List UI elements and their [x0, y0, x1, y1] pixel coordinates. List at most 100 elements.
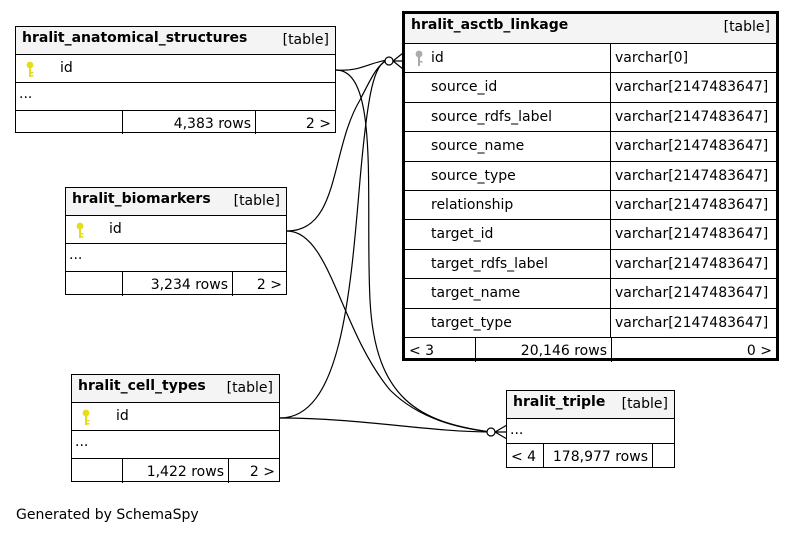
children-count[interactable]: 2 >	[256, 277, 282, 293]
column-row-id[interactable]: id	[66, 216, 286, 244]
row-count-cell: 3,234 rows	[123, 272, 233, 296]
row-count: 4,383 rows	[173, 116, 251, 132]
key-icon	[415, 50, 423, 66]
children-count[interactable]: 0 >	[746, 342, 772, 359]
column-type-cell: varchar[2147483647]	[611, 103, 776, 131]
children-cell[interactable]: 2 >	[256, 111, 335, 134]
table-type: [table]	[226, 380, 273, 396]
parents-count[interactable]: < 3	[409, 342, 435, 359]
column-type-cell: varchar[2147483647]	[611, 220, 776, 248]
row-count-cell: 178,977 rows	[544, 444, 653, 467]
column-row-target-rdfs-label[interactable]: target_rdfs_label varchar[2147483647]	[405, 249, 776, 280]
parents-cell	[72, 459, 123, 483]
optional-circle-marker	[384, 56, 394, 66]
table-name[interactable]: hralit_anatomical_structures	[22, 30, 248, 46]
crows-foot-marker	[494, 424, 508, 440]
column-name-cell: target_type	[405, 308, 611, 337]
column-name-cell: target_name	[405, 279, 611, 308]
column-name-cell: source_rdfs_label	[405, 102, 611, 132]
children-cell[interactable]: 2 >	[229, 459, 279, 483]
column-name: source_name	[431, 138, 525, 155]
column-name: target_type	[431, 314, 512, 331]
column-row-source-id[interactable]: source_id varchar[2147483647]	[405, 73, 776, 103]
crows-foot-marker	[392, 52, 404, 70]
table-name[interactable]: hralit_biomarkers	[72, 191, 211, 207]
row-count: 178,977 rows	[552, 449, 648, 465]
column-row-target-type[interactable]: target_type varchar[2147483647]	[405, 308, 776, 338]
column-name-cell: source_id	[405, 73, 611, 102]
primary-key-icon	[76, 222, 84, 238]
column-name-cell: source_type	[405, 161, 611, 190]
table-hralit-cell-types[interactable]: hralit_cell_types [table] id ... 1,422 r…	[71, 374, 280, 483]
table-hralit-anatomical-structures[interactable]: hralit_anatomical_structures [table] id …	[15, 26, 336, 134]
table-type: [table]	[621, 396, 668, 412]
column-datatype: varchar[2147483647]	[615, 285, 769, 302]
row-count: 3,234 rows	[150, 277, 228, 293]
table-name[interactable]: hralit_cell_types	[78, 378, 206, 394]
column-datatype: varchar[2147483647]	[615, 196, 769, 213]
children-count[interactable]: 2 >	[305, 116, 331, 132]
parents-cell[interactable]: < 4	[507, 444, 544, 467]
column-name: target_id	[431, 226, 494, 243]
table-footer: 4,383 rows 2 >	[16, 111, 335, 134]
table-footer: < 3 20,146 rows 0 >	[405, 337, 776, 362]
generated-by-label[interactable]: Generated by SchemaSpy	[16, 507, 199, 523]
column-name: id	[116, 408, 129, 424]
parents-cell[interactable]: < 3	[405, 337, 476, 362]
column-name: target_rdfs_label	[431, 255, 549, 272]
table-type: [table]	[282, 32, 329, 48]
more-columns-row: ...	[507, 419, 674, 444]
children-cell[interactable]	[653, 444, 674, 467]
edge-biomarkers-to-triple	[286, 230, 491, 433]
primary-key-icon	[82, 409, 90, 425]
table-header: hralit_triple [table]	[507, 391, 674, 419]
column-name: source_id	[431, 79, 498, 96]
table-hralit-triple[interactable]: hralit_triple [table] ... < 4 178,977 ro…	[506, 390, 675, 468]
table-name[interactable]: hralit_asctb_linkage	[411, 17, 569, 33]
parents-cell	[16, 111, 123, 134]
column-type-cell: varchar[2147483647]	[611, 191, 776, 219]
column-row-id[interactable]: id varchar[0]	[405, 44, 776, 74]
column-row-id[interactable]: id	[16, 55, 335, 83]
children-cell[interactable]: 0 >	[612, 338, 776, 362]
column-name: relationship	[431, 196, 514, 213]
parents-count[interactable]: < 4	[511, 449, 537, 465]
table-hralit-biomarkers[interactable]: hralit_biomarkers [table] id ... 3,234 r…	[65, 187, 287, 296]
column-name: id	[109, 221, 122, 237]
children-count[interactable]: 2 >	[249, 464, 275, 480]
edge-anatomical-to-linkage	[335, 59, 389, 71]
ellipsis-text: ...	[510, 422, 524, 438]
table-name[interactable]: hralit_triple	[513, 394, 606, 410]
column-name-cell: source_name	[405, 132, 611, 161]
column-datatype: varchar[2147483647]	[615, 314, 769, 331]
children-cell[interactable]: 2 >	[233, 272, 286, 296]
column-type-cell: varchar[2147483647]	[611, 250, 776, 278]
column-name: id	[60, 60, 73, 76]
column-datatype: varchar[2147483647]	[615, 167, 769, 184]
column-datatype: varchar[2147483647]	[615, 79, 769, 96]
column-row-relationship[interactable]: relationship varchar[2147483647]	[405, 190, 776, 221]
column-row-target-name[interactable]: target_name varchar[2147483647]	[405, 279, 776, 309]
ellipsis-text: ...	[75, 434, 89, 450]
column-datatype: varchar[0]	[615, 50, 689, 66]
column-row-id[interactable]: id	[72, 403, 279, 431]
edge-celltypes-to-linkage	[279, 59, 389, 419]
table-header: hralit_cell_types [table]	[72, 375, 279, 403]
edge-biomarkers-to-linkage	[286, 59, 389, 232]
table-header: hralit_asctb_linkage [table]	[405, 14, 776, 44]
column-name: id	[431, 50, 444, 66]
table-hralit-asctb-linkage[interactable]: hralit_asctb_linkage [table] id varchar[0…	[402, 11, 779, 362]
column-row-target-id[interactable]: target_id varchar[2147483647]	[405, 220, 776, 250]
column-datatype: varchar[2147483647]	[615, 255, 769, 272]
more-columns-row: ...	[16, 83, 335, 111]
table-header: hralit_biomarkers [table]	[66, 188, 286, 216]
column-name: target_name	[431, 285, 521, 302]
primary-key-icon	[26, 61, 34, 77]
column-name-cell: relationship	[405, 190, 611, 220]
edge-anatomical-to-triple	[335, 69, 491, 433]
column-type-cell: varchar[2147483647]	[611, 309, 776, 337]
